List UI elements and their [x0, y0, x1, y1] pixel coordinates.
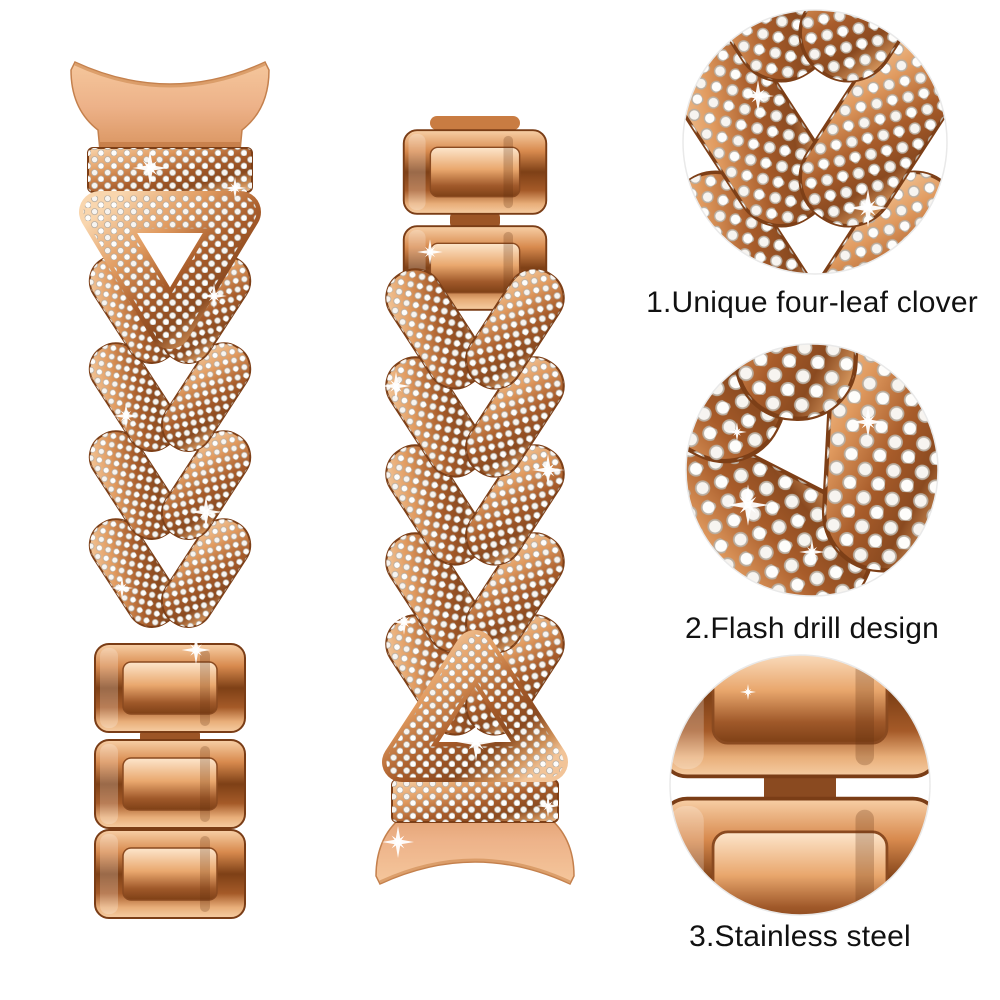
rhinestone-bar [87, 147, 253, 193]
rhinestone-triangle-link [79, 191, 261, 349]
rhinestone-triangle-link [382, 630, 568, 782]
detail-circle-border [669, 654, 931, 916]
watch-band-angled-view [374, 116, 576, 886]
detail-circle-border [682, 9, 948, 275]
detail-circle-border [685, 343, 939, 597]
feature-label-clover: 1.Unique four-leaf clover [646, 286, 978, 319]
rhinestone-bar [391, 779, 559, 823]
watch-band-front-view [69, 60, 271, 919]
steel-chain-links [94, 643, 246, 919]
feature-label-stainless-steel: 3.Stainless steel [689, 920, 911, 953]
detail-photo-flash-drill [685, 343, 939, 597]
detail-photo-stainless-steel [669, 654, 931, 916]
steel-chain-links [402, 116, 548, 311]
detail-photo-clover-links [682, 9, 948, 275]
feature-label-flash-drill: 2.Flash drill design [684, 612, 940, 645]
watch-lug-connector [69, 60, 271, 153]
